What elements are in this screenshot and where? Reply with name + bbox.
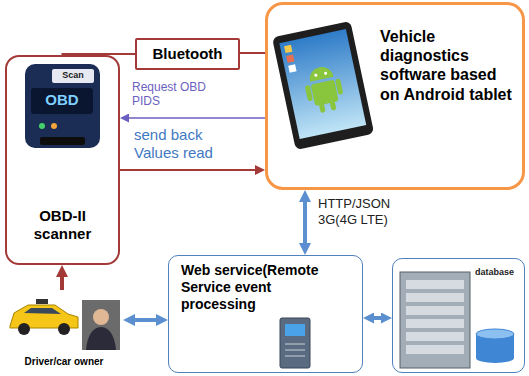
- car-window: [24, 308, 61, 314]
- scanner-label-patch: [52, 69, 94, 83]
- tablet-box: Vehicle diagnostics software based on An…: [265, 2, 525, 190]
- driver-face: [93, 309, 109, 325]
- scanner-connector: [40, 137, 85, 145]
- connector: [240, 52, 265, 54]
- android-leg: [329, 100, 336, 111]
- car-illustration: [10, 299, 78, 335]
- server-illustration: [280, 318, 310, 368]
- connector: [60, 277, 64, 290]
- driver-body: [86, 327, 116, 350]
- app-icon: [288, 64, 296, 72]
- node-text: Driver/car owner: [7, 356, 121, 368]
- car-wheel: [18, 323, 30, 335]
- android-eye: [324, 71, 328, 75]
- database-box: database: [392, 258, 525, 373]
- database-illustration: [400, 272, 514, 368]
- database-cylinder-top: [476, 329, 514, 339]
- label-holder: Scan: [52, 70, 94, 81]
- link-box: Bluetooth: [135, 38, 240, 70]
- server-rack: [400, 272, 470, 368]
- android-eye: [314, 74, 318, 78]
- device-screen-text: OBD: [31, 91, 93, 109]
- edge-label-holder: HTTP/JSON 3G(4G LTE): [318, 196, 403, 228]
- service-box: Web service(Remote Service event process…: [168, 255, 363, 373]
- rack-unit: [406, 319, 464, 328]
- edge-label: Request OBD PIDS: [132, 80, 222, 108]
- server-screen: [285, 324, 305, 336]
- scanner-led: [51, 123, 57, 129]
- server-slot: [285, 356, 305, 357]
- edge-label: HTTP/JSON 3G(4G LTE): [318, 196, 403, 228]
- android-arm: [305, 85, 313, 102]
- android-arm: [335, 78, 343, 95]
- connector: [303, 202, 307, 243]
- node-text: Vehicle diagnostics software based on An…: [380, 27, 516, 104]
- scanner-box: OBD-II scanner: [5, 55, 120, 265]
- connector: [374, 316, 381, 320]
- node-text: OBD-II scanner: [11, 207, 114, 243]
- label-holder: OBD: [31, 91, 93, 109]
- scanner-illustration: [25, 64, 100, 148]
- app-icon: [284, 45, 292, 53]
- edge-label-holder: Request OBD PIDS: [132, 80, 222, 108]
- server-slot: [285, 344, 305, 345]
- scanner-body: [25, 64, 100, 148]
- connector: [135, 318, 156, 322]
- rack-unit: [406, 280, 464, 289]
- node-text: Web service(Remote Service event process…: [181, 262, 344, 312]
- edge-label: send back Values read: [134, 126, 229, 162]
- android-head: [308, 65, 334, 82]
- tablet-frame: [272, 21, 374, 150]
- tablet-screen: [279, 29, 366, 139]
- scanner-led: [39, 123, 45, 129]
- rack-unit: [406, 332, 464, 341]
- rack-unit: [406, 345, 464, 354]
- rack-unit: [406, 306, 464, 315]
- app-icon: [286, 55, 294, 63]
- driver-figure: Driver/car owner: [5, 290, 123, 374]
- node-text: database: [401, 267, 514, 278]
- driver-illustration: [82, 300, 120, 350]
- edge-label-holder: send back Values read: [134, 126, 229, 162]
- connector: [129, 117, 265, 119]
- node-text: Bluetooth: [141, 45, 234, 63]
- taxi-sign: [36, 299, 48, 304]
- car-wheel: [58, 323, 70, 335]
- server-tower: [280, 318, 310, 368]
- server-slot: [285, 350, 305, 351]
- scanner-screen: [31, 88, 93, 114]
- android-leg: [319, 102, 326, 113]
- driver-photo: [82, 300, 120, 350]
- rack-unit: [406, 293, 464, 302]
- tablet-illustration: [272, 21, 374, 150]
- connector: [120, 169, 255, 171]
- device-brand-text: Scan: [52, 70, 94, 81]
